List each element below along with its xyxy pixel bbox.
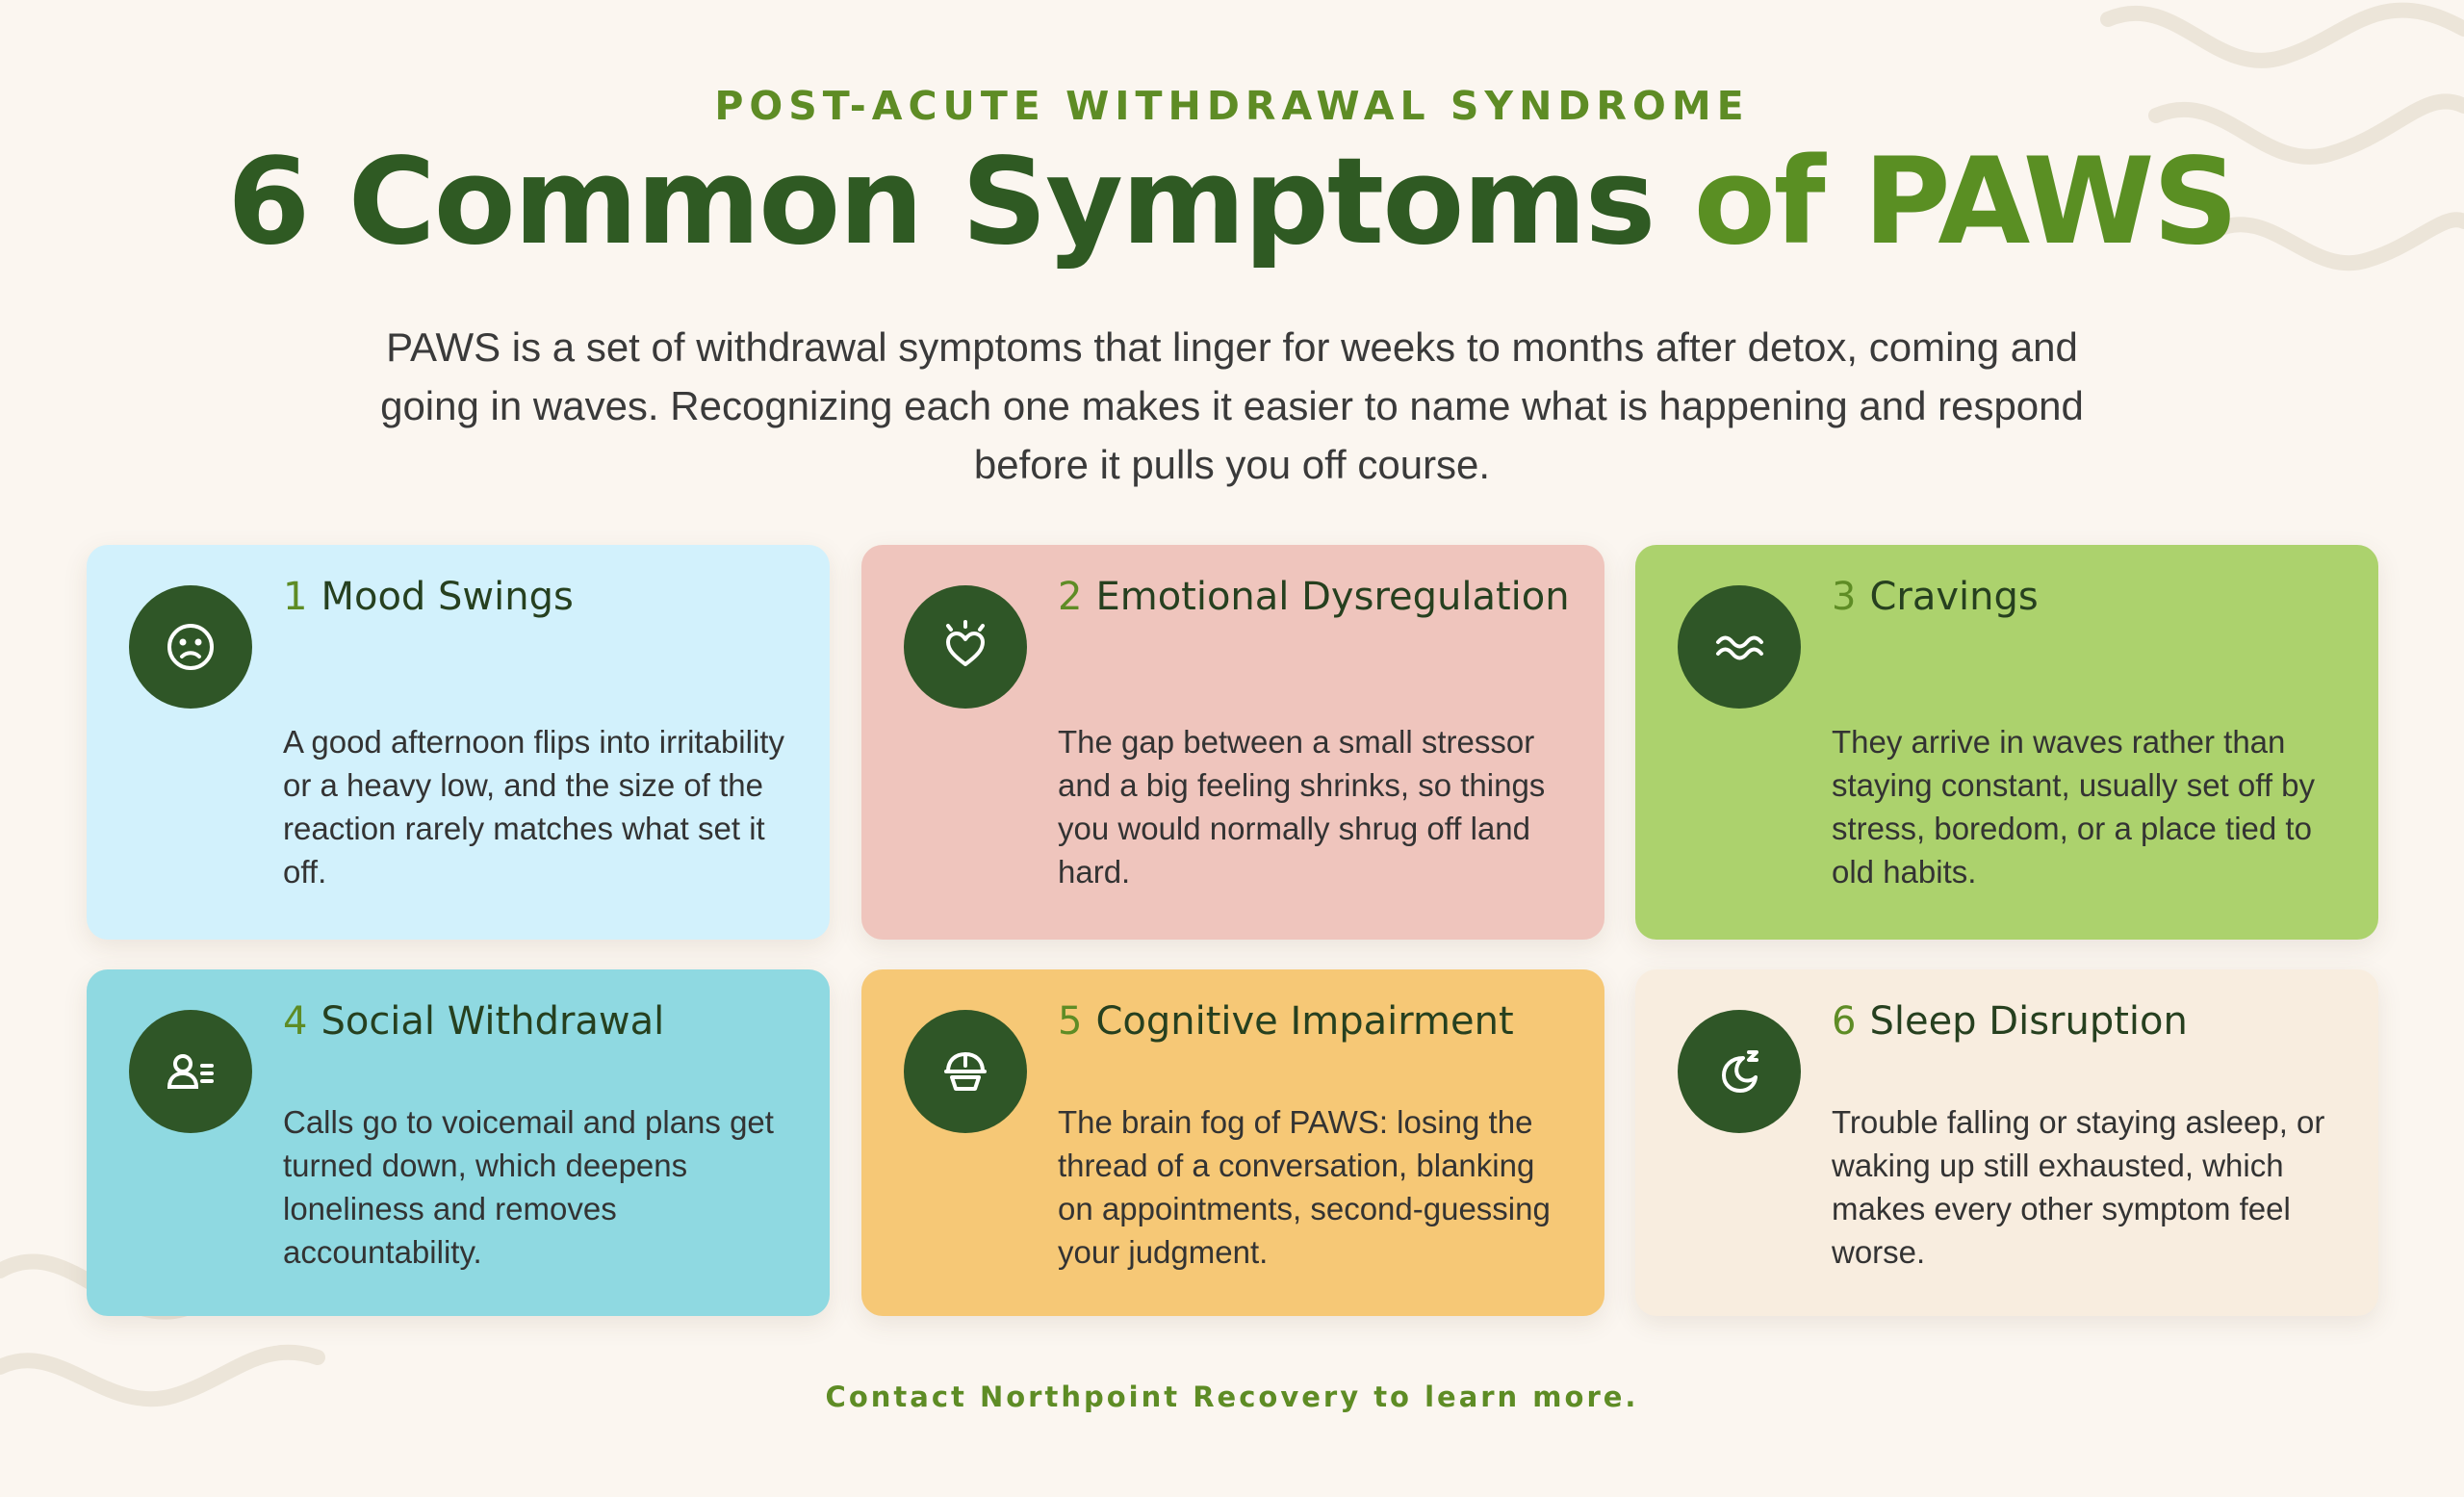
card-title: 3 Cravings	[1832, 574, 2344, 620]
symptom-card-mood-swings: 1 Mood Swings A good afternoon flips into…	[87, 545, 830, 940]
frown-face-icon	[129, 585, 252, 709]
card-number: 5	[1058, 999, 1083, 1044]
header-kicker: POST-ACUTE WITHDRAWAL SYNDROME	[714, 83, 1750, 129]
symptom-card-cravings: 3 Cravings They arrive in waves rather th…	[1635, 545, 2378, 940]
title-main: 6 Common Symptoms	[227, 133, 1694, 271]
card-number: 3	[1832, 575, 1857, 619]
symptom-card-sleep-disruption: 6 Sleep Disruption Trouble falling or sta…	[1635, 969, 2378, 1316]
footer-contact-text: Contact Northpoint Recovery to learn mor…	[825, 1381, 1639, 1413]
title-accent: of PAWS	[1693, 133, 2239, 271]
card-body: They arrive in waves rather than staying…	[1832, 724, 2316, 890]
card-title: 1 Mood Swings	[283, 574, 795, 620]
waves-icon	[1678, 585, 1801, 709]
card-title: 4 Social Withdrawal	[283, 998, 795, 1045]
card-body: A good afternoon flips into irritability…	[283, 724, 784, 890]
card-title: 6 Sleep Disruption	[1832, 998, 2344, 1045]
brain-icon	[904, 1010, 1027, 1133]
card-title-text: Emotional Dysregulation	[1095, 575, 1570, 619]
card-title: 2 Emotional Dysregulation	[1058, 574, 1570, 620]
symptom-card-social-withdrawal: 4 Social Withdrawal Calls go to voicemail…	[87, 969, 830, 1316]
card-number: 6	[1832, 999, 1857, 1044]
card-number: 1	[283, 575, 308, 619]
card-number: 4	[283, 999, 308, 1044]
moon-sleep-icon	[1678, 1010, 1801, 1133]
card-title-text: Sleep Disruption	[1869, 999, 2188, 1044]
card-body: The brain fog of PAWS: losing the thread…	[1058, 1104, 1551, 1270]
card-title: 5 Cognitive Impairment	[1058, 998, 1570, 1045]
card-title-text: Cravings	[1869, 575, 2039, 619]
card-body: Trouble falling or staying asleep, or wa…	[1832, 1104, 2325, 1270]
symptom-card-emotional-dysregulation: 2 Emotional Dysregulation The gap between…	[861, 545, 1604, 940]
card-title-text: Cognitive Impairment	[1095, 999, 1514, 1044]
symptom-card-cognitive-impairment: 5 Cognitive Impairment The brain fog of P…	[861, 969, 1604, 1316]
page-title: 6 Common Symptoms of PAWS	[0, 133, 2464, 271]
card-title-text: Social Withdrawal	[321, 999, 665, 1044]
card-body: The gap between a small stressor and a b…	[1058, 724, 1546, 890]
heart-burst-icon	[904, 585, 1027, 709]
card-body: Calls go to voicemail and plans get turn…	[283, 1104, 774, 1270]
person-list-icon	[129, 1010, 252, 1133]
card-number: 2	[1058, 575, 1083, 619]
intro-paragraph: PAWS is a set of withdrawal symptoms tha…	[380, 324, 2084, 487]
card-title-text: Mood Swings	[321, 575, 574, 619]
